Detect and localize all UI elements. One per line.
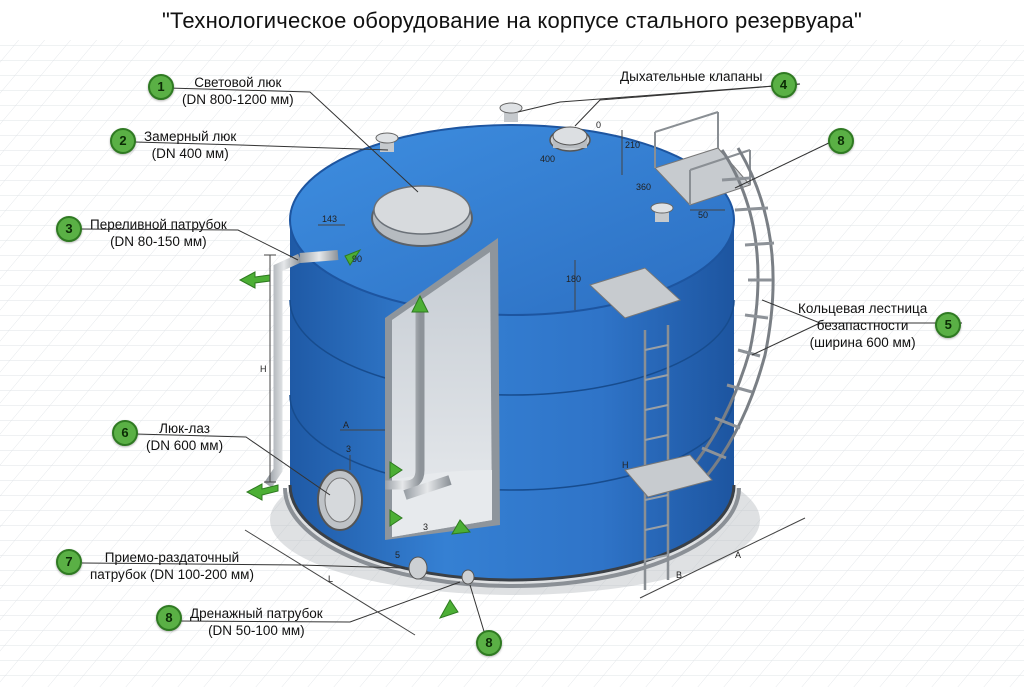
tank-foundation — [283, 487, 741, 588]
dim-50: 50 — [698, 210, 708, 220]
dim-360: 360 — [636, 182, 651, 192]
callout-5-line2: безапастности — [816, 318, 909, 333]
breathing-valve-2 — [375, 132, 399, 152]
badge-3: 3 — [56, 216, 82, 242]
callout-3-line1: Переливной патрубок — [90, 217, 227, 232]
badge-1: 1 — [148, 74, 174, 100]
callout-7-line1: Приемо-раздаточный — [104, 550, 240, 565]
overflow-pipe — [264, 253, 302, 488]
callout-7-label: Приемо-раздаточный патрубок (DN 100-200 … — [90, 549, 254, 583]
callout-8-label: Дренажный патрубок (DN 50-100 мм) — [190, 605, 323, 639]
shell-seam-2 — [289, 394, 735, 491]
badge-6: 6 — [112, 420, 138, 446]
callout-7-line2: патрубок (DN 100-200 мм) — [90, 567, 254, 582]
dim-3a: 3 — [346, 444, 351, 454]
light-hatch-cover — [373, 185, 471, 235]
callout-6-line1: Люк-лаз — [159, 421, 210, 436]
drain-nozzle — [461, 569, 475, 585]
breathing-valve-3 — [650, 202, 674, 222]
badge-5: 5 — [935, 312, 962, 338]
dim-5: 5 — [395, 550, 400, 560]
callout-2-label: Замерный люк (DN 400 мм) — [144, 128, 236, 162]
leader-lines — [77, 83, 962, 639]
dimension-lines — [244, 130, 806, 636]
callout-2-line2: (DN 400 мм) — [151, 146, 229, 161]
callout-spiral-stair: Кольцевая лестница безапастности (ширина… — [798, 300, 962, 351]
dim-3b: 3 — [423, 522, 428, 532]
flow-arrows — [238, 248, 471, 619]
page-title: "Технологическое оборудование на корпусе… — [162, 8, 862, 33]
callout-4-label: Дыхательные клапаны — [620, 68, 763, 85]
callout-drain-nozzle: 8 Дренажный патрубок (DN 50-100 мм) — [156, 605, 323, 639]
manhole-cover — [324, 477, 356, 523]
badge-4: 4 — [770, 72, 797, 98]
dim-a2: A — [735, 550, 741, 560]
dim-h2: H — [622, 460, 629, 470]
callout-2-line1: Замерный люк — [144, 129, 237, 144]
callout-1-line1: Световой люк — [194, 75, 282, 90]
dim-h: H — [260, 364, 267, 374]
dim-90: 90 — [352, 254, 362, 264]
callout-manhole: 6 Люк-лаз (DN 600 мм) — [112, 420, 223, 454]
tank-roof — [289, 124, 735, 316]
badge-8-stairs: 8 — [828, 128, 854, 154]
dim-210: 210 — [625, 140, 640, 150]
callout-measuring-hatch: 2 Замерный люк (DN 400 мм) — [110, 128, 236, 162]
spiral-stair — [688, 147, 775, 479]
overflow-nozzle — [299, 250, 339, 263]
vertical-ladder — [624, 325, 713, 590]
callout-6-label: Люк-лаз (DN 600 мм) — [146, 420, 223, 454]
callout-3-label: Переливной патрубок (DN 80-150 мм) — [90, 216, 227, 250]
callout-light-hatch: 1 Световой люк (DN 800-1200 мм) — [148, 74, 294, 108]
dim-143: 143 — [322, 214, 337, 224]
breathing-valve-1 — [499, 102, 523, 122]
callout-breathing-valves: Дыхательные клапаны 4 — [620, 68, 797, 98]
callout-8-line1: Дренажный патрубок — [190, 606, 323, 621]
badge-8: 8 — [156, 605, 182, 631]
callout-3-line2: (DN 80-150 мм) — [110, 234, 207, 249]
callout-overflow-nozzle: 3 Переливной патрубок (DN 80-150 мм) — [56, 216, 227, 250]
dim-b: B — [676, 570, 682, 580]
receiving-nozzle — [403, 475, 452, 500]
badge-7: 7 — [56, 549, 82, 575]
callout-6-line2: (DN 600 мм) — [146, 438, 224, 453]
callout-1-label: Световой люк (DN 800-1200 мм) — [182, 74, 294, 108]
callout-8-line2: (DN 50-100 мм) — [208, 623, 305, 638]
dim-180: 180 — [566, 274, 581, 284]
measuring-hatch-top — [552, 126, 588, 146]
receiving-flange — [408, 556, 428, 580]
internal-pipe — [385, 310, 425, 490]
callout-5-line1: Кольцевая лестница — [798, 301, 928, 316]
roof-platform-railing — [654, 111, 751, 205]
callout-1-line2: (DN 800-1200 мм) — [182, 92, 294, 107]
callout-5-line3: (ширина 600 мм) — [809, 335, 916, 350]
tank-base-ring — [288, 484, 736, 582]
callout-5-label: Кольцевая лестница безапастности (ширина… — [798, 300, 927, 351]
shell-seam-1 — [289, 299, 735, 396]
callout-receiving-nozzle: 7 Приемо-раздаточный патрубок (DN 100-20… — [56, 549, 254, 583]
callout-4-line1: Дыхательные клапаны — [620, 69, 763, 84]
dim-a: A — [343, 420, 349, 430]
dim-l: L — [328, 574, 333, 584]
dim-0: 0 — [596, 120, 601, 130]
mid-platform — [589, 267, 681, 319]
badge-2: 2 — [110, 128, 136, 154]
badge-8-bottom: 8 — [476, 630, 502, 656]
dim-400: 400 — [540, 154, 555, 164]
